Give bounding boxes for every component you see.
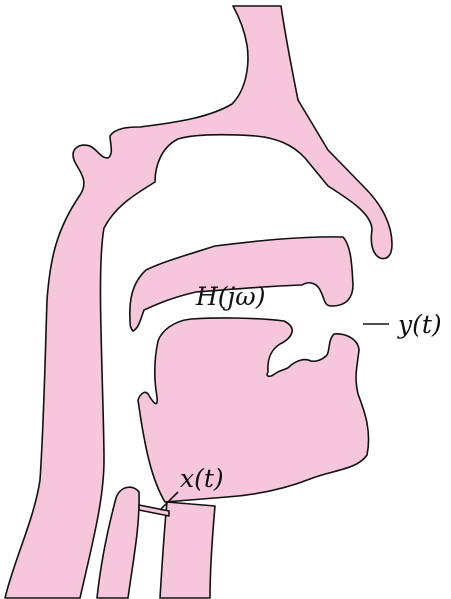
- tongue: [138, 318, 369, 502]
- transfer-function-label: H(jω): [195, 282, 265, 311]
- epiglottis: [97, 487, 139, 598]
- vocal-folds: [139, 505, 169, 516]
- output-signal-label: y(t): [397, 310, 442, 339]
- input-signal-label: x(t): [180, 464, 224, 493]
